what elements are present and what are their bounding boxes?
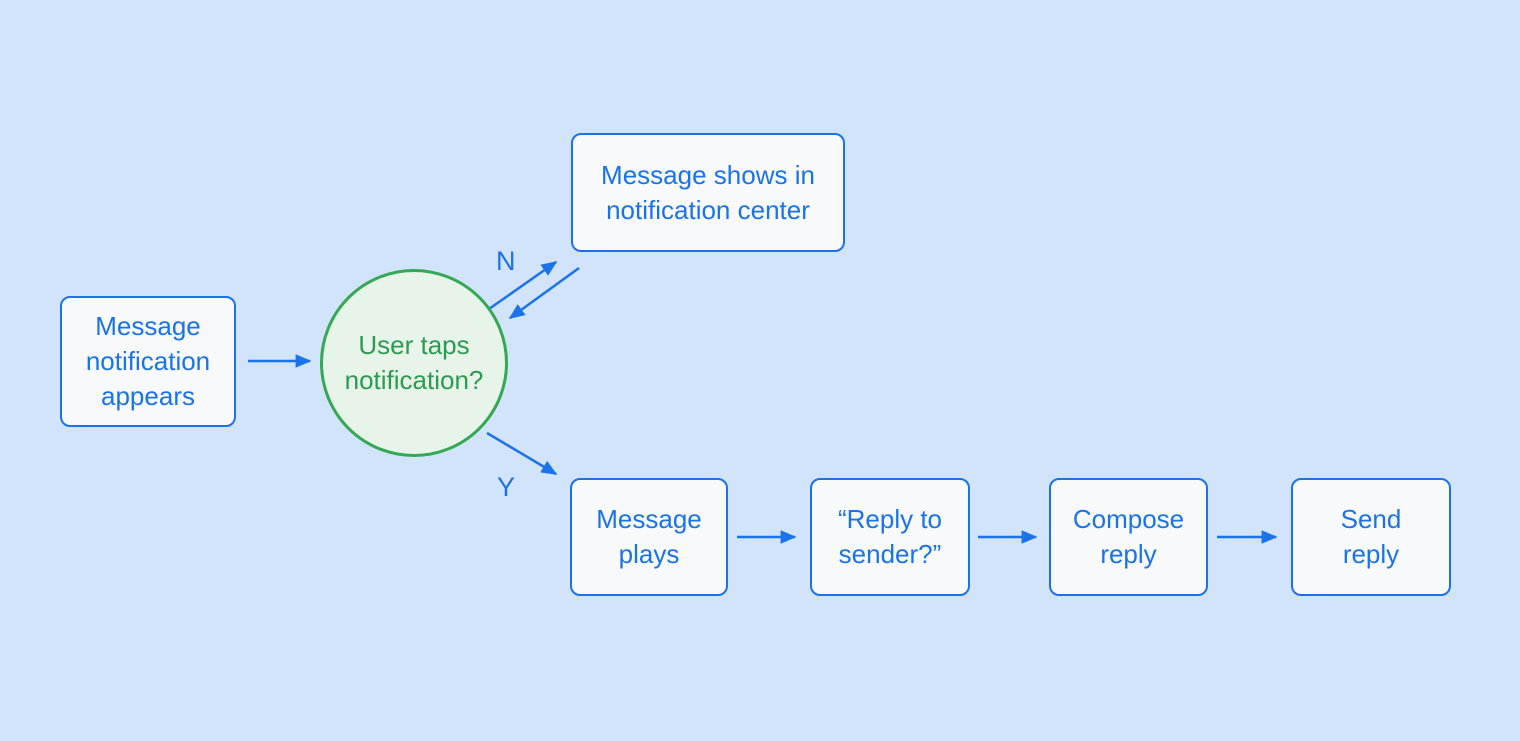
edge-decision-to-message-plays — [486, 431, 558, 476]
node-message-plays: Message plays — [570, 478, 728, 596]
node-reply-to-sender: “Reply to sender?” — [810, 478, 970, 596]
node-compose-reply: Compose reply — [1049, 478, 1208, 596]
node-message-shows-in-notification-center: Message shows in notification center — [571, 133, 845, 252]
edge-label-yes: Y — [497, 472, 516, 502]
edge-label-no: N — [496, 246, 516, 276]
node-send-reply: Send reply — [1291, 478, 1451, 596]
node-decision-user-taps-notification: User taps notification? — [320, 269, 508, 457]
node-message-notification-appears: Message notification appears — [60, 296, 236, 427]
edge-notification-center-to-decision — [508, 266, 580, 320]
